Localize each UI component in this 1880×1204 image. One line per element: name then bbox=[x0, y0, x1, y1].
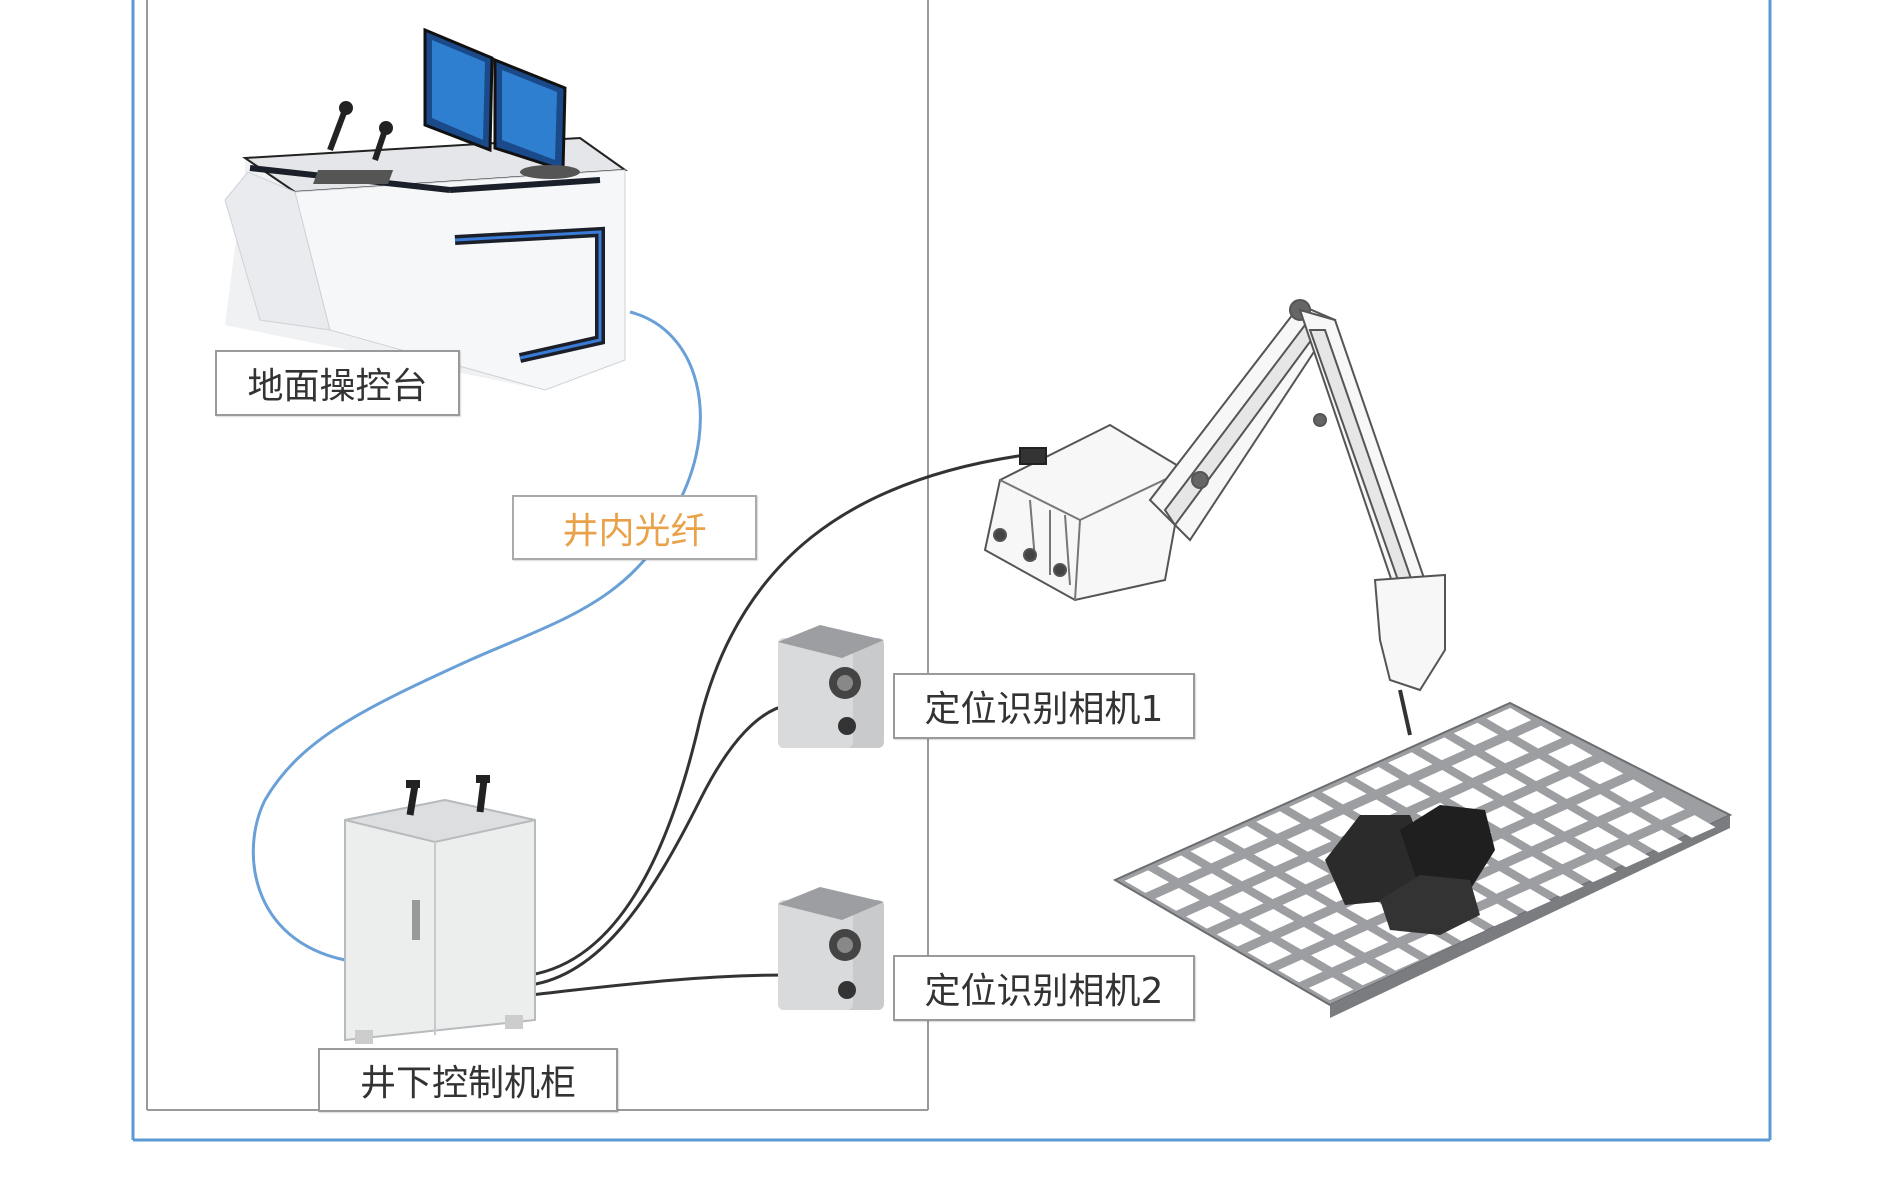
grizzly-screen-illustration bbox=[1112, 701, 1733, 1018]
grate-hole bbox=[1508, 856, 1554, 879]
grate-hole bbox=[1609, 779, 1654, 803]
grate-hole bbox=[1517, 725, 1562, 749]
shaft-fiber-label: 井内光纤 bbox=[512, 495, 757, 560]
grate-hole bbox=[1278, 959, 1323, 983]
grate-hole bbox=[1188, 873, 1233, 896]
grate-hole bbox=[1473, 903, 1518, 927]
grate-hole bbox=[1638, 829, 1683, 853]
grate-hole bbox=[1308, 977, 1354, 1001]
grate-hole bbox=[1510, 823, 1556, 847]
grate-hole bbox=[1186, 905, 1231, 929]
grate-hole bbox=[1249, 909, 1295, 932]
grate-hole bbox=[1256, 811, 1301, 834]
grate-hole bbox=[1280, 926, 1325, 950]
grate-hole bbox=[1190, 840, 1235, 864]
grate-hole bbox=[1475, 871, 1521, 894]
grate-hole bbox=[1221, 858, 1266, 882]
grate-hole bbox=[1539, 874, 1584, 897]
grate-hole bbox=[1313, 912, 1358, 935]
grate-hole bbox=[1512, 791, 1558, 814]
grate-hole bbox=[1289, 796, 1334, 820]
fiber-cable bbox=[251, 310, 702, 962]
grate-hole bbox=[1284, 861, 1330, 885]
grate-hole bbox=[1311, 944, 1356, 968]
breaker-arm-illustration bbox=[983, 299, 1446, 736]
grate-hole bbox=[1670, 815, 1716, 838]
grate-hole bbox=[1385, 784, 1431, 808]
ground-console-illustration bbox=[224, 27, 628, 391]
grate-hole bbox=[1407, 933, 1453, 956]
grate-hole bbox=[1480, 805, 1525, 829]
grate-hole bbox=[1451, 755, 1497, 778]
grate-hole bbox=[1418, 770, 1464, 793]
camera-1-label: 定位识别相机1 bbox=[893, 673, 1195, 739]
outer-frame bbox=[131, 0, 1772, 1142]
grate-hole bbox=[1449, 787, 1494, 811]
grate-hole bbox=[1545, 776, 1591, 799]
underground-cabinet-illustration bbox=[344, 775, 536, 1044]
grate-hole bbox=[1486, 707, 1532, 731]
grate-hole bbox=[1322, 781, 1367, 805]
signal-cables bbox=[529, 453, 1026, 997]
grate-hole bbox=[1484, 740, 1529, 764]
grate-hole bbox=[1605, 844, 1650, 868]
grate-hole bbox=[1420, 737, 1466, 761]
grate-hole bbox=[1247, 941, 1292, 965]
grate-hole bbox=[1254, 843, 1299, 867]
camera-2-label: 定位识别相机2 bbox=[893, 955, 1195, 1021]
grate-hole bbox=[1354, 766, 1400, 790]
grate-hole bbox=[1157, 855, 1202, 879]
grate-hole bbox=[1387, 752, 1433, 775]
grate-hole bbox=[1341, 962, 1387, 986]
grate-hole bbox=[1574, 826, 1619, 850]
grate-hole bbox=[1218, 891, 1264, 914]
camera-2-illustration bbox=[778, 887, 884, 1010]
grate-hole bbox=[1572, 859, 1617, 883]
ground-console-label: 地面操控台 bbox=[215, 350, 460, 416]
underground-cabinet-label: 井下控制机柜 bbox=[318, 1048, 618, 1112]
grate-hole bbox=[1374, 947, 1420, 971]
grate-hole bbox=[1124, 870, 1170, 893]
grate-hole bbox=[1482, 773, 1527, 796]
grate-hole bbox=[1282, 894, 1328, 917]
grate-hole bbox=[1576, 794, 1622, 817]
grate-hole bbox=[1223, 825, 1268, 849]
grate-hole bbox=[1506, 888, 1551, 912]
grate-hole bbox=[1286, 829, 1332, 852]
grate-hole bbox=[1607, 812, 1652, 835]
camera-1-illustration bbox=[778, 625, 884, 748]
grate-hole bbox=[1543, 808, 1589, 832]
grate-hole bbox=[1541, 841, 1586, 865]
grate-hole bbox=[1343, 930, 1389, 953]
grate-hole bbox=[1155, 888, 1200, 911]
grate-hole bbox=[1515, 758, 1560, 782]
grate-hole bbox=[1640, 797, 1685, 820]
grate-hole bbox=[1216, 923, 1262, 947]
grate-hole bbox=[1578, 761, 1624, 785]
grate-hole bbox=[1251, 876, 1297, 900]
grate-hole bbox=[1548, 743, 1593, 767]
grate-hole bbox=[1453, 722, 1499, 746]
